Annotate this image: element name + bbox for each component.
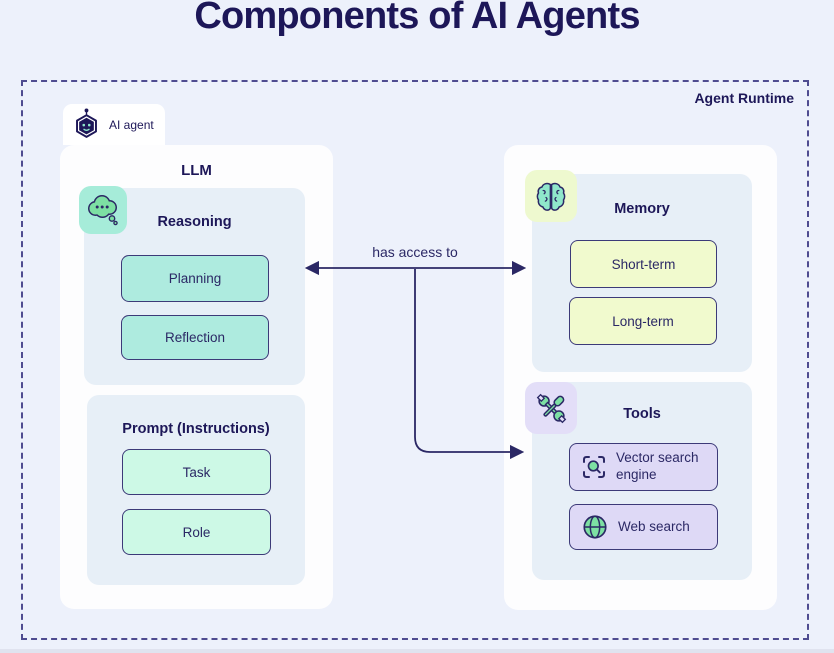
vector-search-icon — [581, 454, 607, 480]
reflection-node: Reflection — [121, 315, 269, 360]
llm-box: LLM Reasoning Planning Reflection — [60, 145, 333, 609]
role-node: Role — [122, 509, 271, 555]
web-search-node: Web search — [569, 504, 718, 550]
ai-agent-badge: AI agent — [63, 104, 165, 145]
web-search-label: Web search — [618, 518, 690, 534]
web-search-icon — [581, 513, 609, 541]
tools-title: Tools — [623, 406, 661, 422]
llm-title: LLM — [181, 162, 212, 179]
ai-agent-label: AI agent — [109, 117, 154, 132]
memory-title: Memory — [614, 201, 670, 217]
bottom-edge — [0, 649, 834, 653]
page-title: Components of AI Agents — [194, 0, 640, 37]
tools-icon — [525, 382, 577, 434]
reasoning-title: Reasoning — [157, 214, 232, 230]
agent-runtime-label: Agent Runtime — [694, 90, 794, 106]
short-term-node: Short-term — [570, 240, 717, 288]
vector-search-label: Vector search engine — [616, 450, 699, 482]
vector-search-node: Vector search engine — [569, 443, 718, 491]
brain-icon — [525, 170, 577, 222]
memory-tools-box: Memory Short-term Long-term — [504, 145, 777, 610]
task-node: Task — [122, 449, 271, 495]
agent-runtime-container: Agent Runtime AI agent LLM Reasoning — [21, 80, 809, 640]
planning-node: Planning — [121, 255, 269, 302]
robot-icon — [72, 108, 101, 141]
long-term-node: Long-term — [569, 297, 717, 345]
prompt-panel: Prompt (Instructions) Task Role — [87, 395, 305, 585]
thought-bubble-icon — [79, 186, 127, 234]
has-access-to-label: has access to — [372, 244, 458, 260]
prompt-title: Prompt (Instructions) — [122, 421, 270, 437]
